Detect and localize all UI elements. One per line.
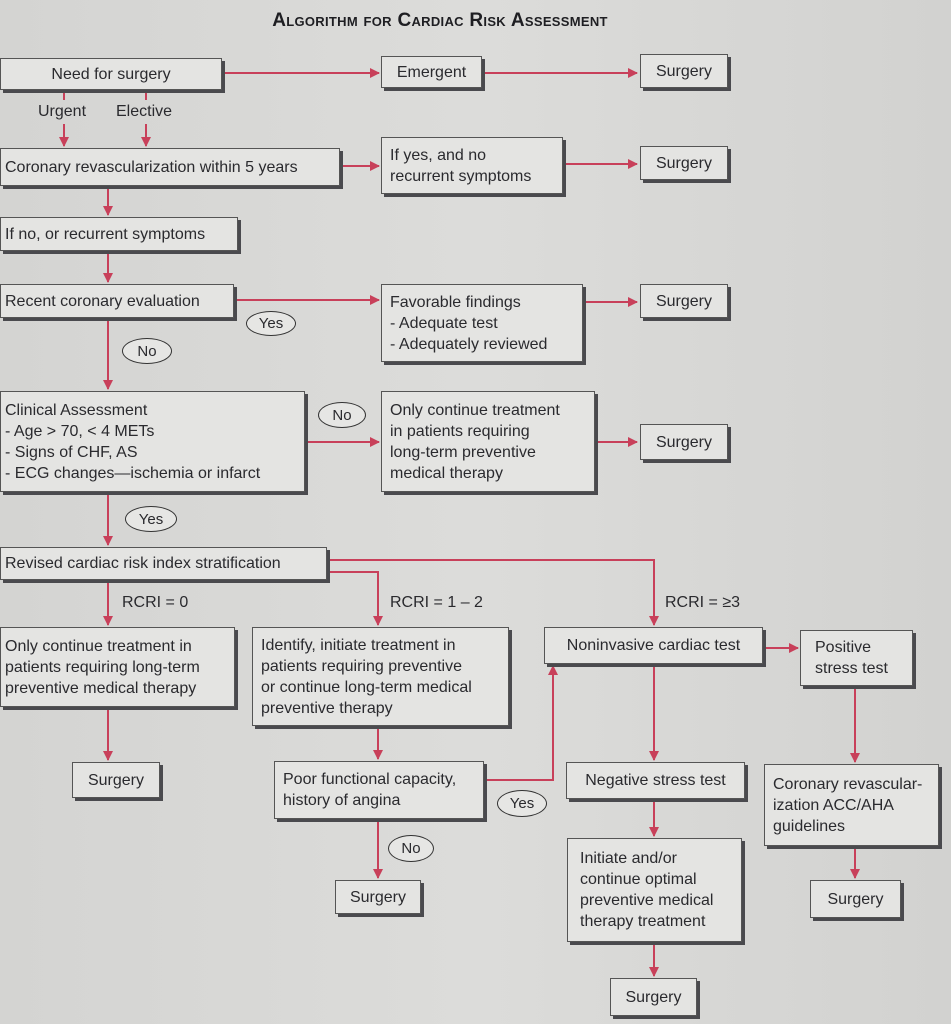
initiate-continue-therapy-box: Initiate and/or continue optimal prevent…: [567, 838, 742, 942]
diagram-title: Algorithm for Cardiac Risk Assessment: [272, 10, 608, 31]
emergent-box: Emergent: [381, 56, 482, 88]
revised-risk-index-box: Revised cardiac risk index stratificatio…: [0, 547, 327, 580]
surgery-box: Surgery: [640, 146, 728, 180]
yes-oval: Yes: [246, 311, 296, 336]
rcri-3-label: RCRI = ≥3: [665, 594, 741, 611]
if-no-box: If no, or recurrent symptoms: [0, 217, 238, 251]
surgery-box: Surgery: [640, 424, 728, 460]
no-oval: No: [122, 338, 172, 364]
surgery-box: Surgery: [335, 880, 421, 914]
rcri-0-label: RCRI = 0: [122, 594, 189, 611]
surgery-box: Surgery: [640, 54, 728, 88]
only-continue-treatment-box: Only continue treatment in patients requ…: [381, 391, 595, 492]
arrow: [486, 665, 558, 781]
if-yes-box: If yes, and no recurrent symptoms: [381, 137, 563, 194]
identify-initiate-box: Identify, initiate treatment in patients…: [252, 627, 509, 726]
urgent-label: Urgent: [38, 103, 87, 120]
noninvasive-test-box: Noninvasive cardiac test: [544, 627, 763, 664]
no-oval: No: [318, 402, 366, 428]
rcri-1-2-label: RCRI = 1 – 2: [390, 594, 483, 611]
surgery-box: Surgery: [810, 880, 901, 918]
only-continue-treatment-rcri0-box: Only continue treatment in patients requ…: [0, 627, 235, 707]
poor-functional-capacity-box: Poor functional capacity, history of ang…: [274, 761, 484, 819]
negative-stress-test-box: Negative stress test: [566, 762, 745, 799]
arrow: [329, 571, 383, 626]
coronary-revasc-acc-box: Coronary revascular- ization ACC/AHA gui…: [764, 764, 939, 846]
surgery-box: Surgery: [610, 978, 697, 1016]
surgery-box: Surgery: [640, 284, 728, 318]
favorable-findings-box: Favorable findings - Adequate test - Ade…: [381, 284, 583, 362]
no-oval: No: [388, 835, 434, 862]
yes-oval: Yes: [125, 506, 177, 532]
coronary-revasc-5y-box: Coronary revascularization within 5 year…: [0, 148, 340, 186]
yes-oval: Yes: [497, 790, 547, 817]
need-for-surgery-box: Need for surgery: [0, 58, 222, 90]
elective-label: Elective: [116, 103, 173, 120]
arrow: [329, 559, 659, 626]
positive-stress-test-box: Positive stress test: [800, 630, 913, 686]
surgery-box: Surgery: [72, 762, 160, 798]
clinical-assessment-box: Clinical Assessment - Age > 70, < 4 METs…: [0, 391, 305, 492]
recent-evaluation-box: Recent coronary evaluation: [0, 284, 234, 318]
